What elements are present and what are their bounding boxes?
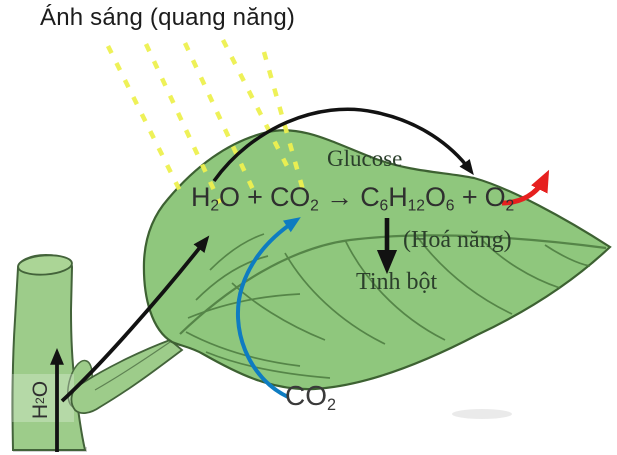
starch-label: Tinh bột: [356, 269, 438, 295]
co2-input-label: CO2: [285, 380, 337, 414]
light-energy-title: Ánh sáng (quang năng): [40, 4, 296, 31]
photosynthesis-equation: H2O + CO2 → C6H12O6 + O2: [191, 182, 515, 215]
petiole: [70, 338, 184, 414]
sunlight-rays: [105, 38, 306, 204]
reaction-arc-arrow: [212, 107, 474, 183]
petiole-inner-line: [94, 337, 177, 391]
leaf-vein: [209, 233, 265, 271]
sun-ray: [261, 51, 306, 191]
midrib-vein: [179, 234, 607, 335]
chemical-energy-label: (Hoá năng): [403, 227, 512, 253]
leaf-vein: [205, 351, 331, 379]
leaf-vein: [344, 239, 446, 341]
leaf-vein: [481, 239, 561, 289]
leaf-vein: [185, 331, 301, 367]
water-transport-arrow: [60, 235, 210, 403]
leaf-vein: [414, 233, 513, 315]
stem-cut-top: [17, 254, 73, 276]
gray-smudge: [452, 409, 512, 419]
leaf-vein: [195, 255, 269, 301]
glucose-label: Glucose: [327, 146, 403, 171]
sun-ray: [220, 38, 293, 174]
leaf-vein: [284, 252, 386, 345]
leaf-veins: [179, 233, 607, 379]
sun-ray: [182, 42, 259, 197]
leaf-vein: [231, 282, 326, 341]
sun-ray: [105, 44, 186, 199]
co2-intake-arrow: [236, 217, 301, 399]
leaf-vein: [544, 244, 591, 267]
leaf-vein: [187, 293, 301, 319]
oxygen-release-arrow: [501, 169, 550, 206]
